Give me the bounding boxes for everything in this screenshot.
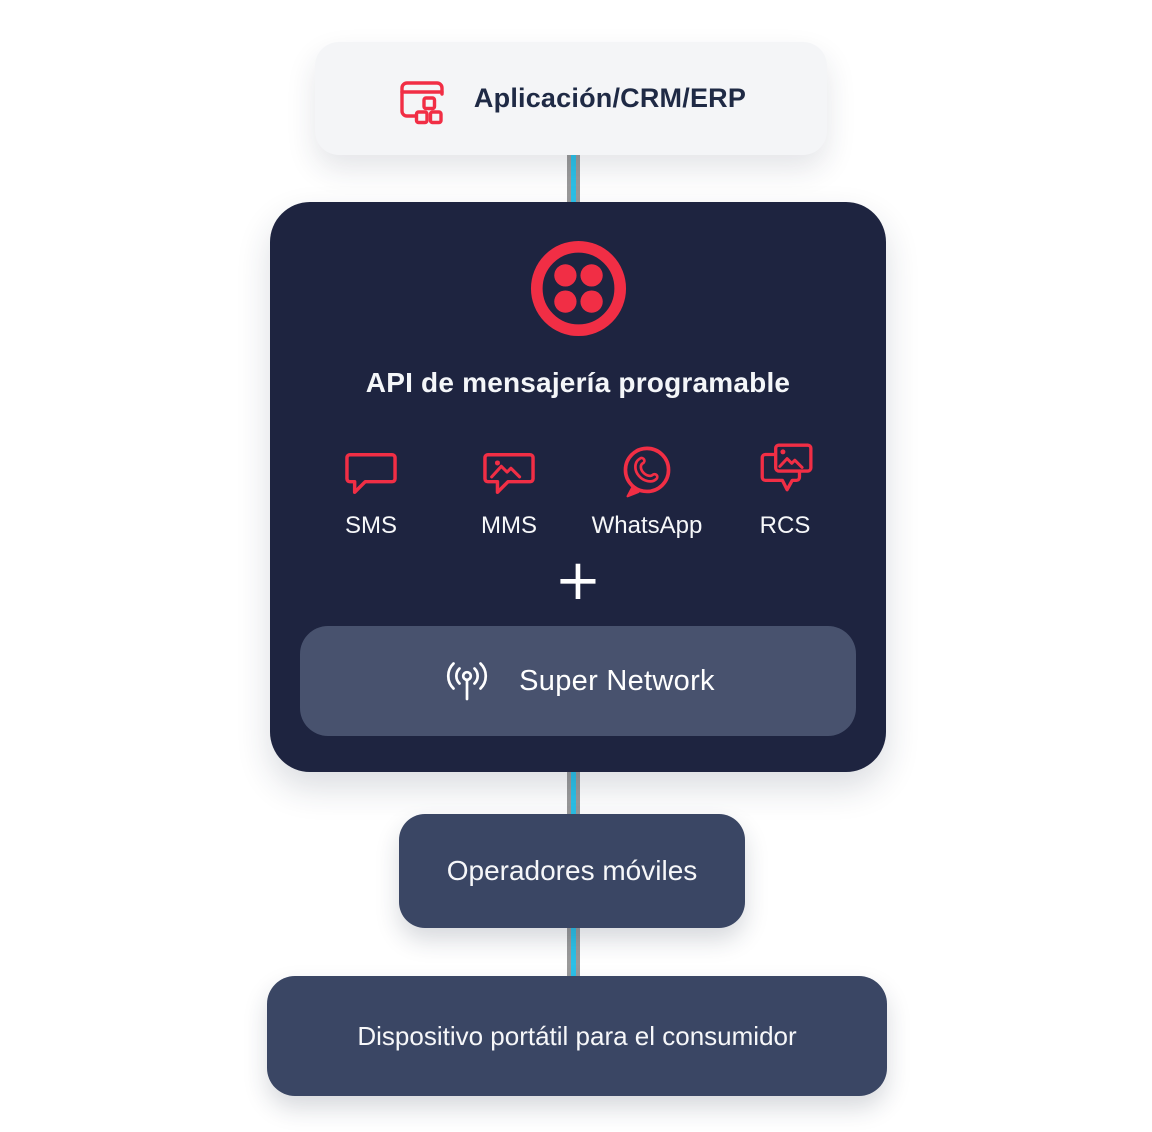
whatsapp-icon bbox=[619, 433, 675, 499]
consumer-device-label: Dispositivo portátil para el consumidor bbox=[357, 1020, 797, 1051]
sms-chat-icon bbox=[342, 433, 400, 499]
twilio-logo-icon bbox=[530, 240, 627, 337]
mms-image-chat-icon bbox=[480, 433, 538, 499]
mobile-operators-label: Operadores móviles bbox=[446, 855, 698, 886]
api-card-title: API de mensajería programable bbox=[365, 367, 791, 398]
super-network-label: Super Network bbox=[519, 664, 715, 697]
super-network-pill: Super Network bbox=[300, 626, 856, 736]
connector-app-to-api bbox=[567, 148, 580, 210]
consumer-device-node: Dispositivo portátil para el consumidor bbox=[267, 976, 887, 1096]
app-window-icon bbox=[396, 73, 448, 125]
application-node-label: Aplicación/CRM/ERP bbox=[473, 83, 747, 113]
channel-label: WhatsApp bbox=[591, 512, 703, 539]
channel-list: SMS MMS bbox=[310, 433, 846, 540]
broadcast-antenna-icon bbox=[441, 657, 493, 705]
messaging-api-card: API de mensajería programable SMS bbox=[270, 202, 886, 772]
channel-label: SMS bbox=[344, 512, 397, 539]
channel-label: MMS bbox=[481, 512, 537, 539]
mobile-operators-node: Operadores móviles bbox=[399, 814, 745, 928]
connector-operators-to-device bbox=[567, 918, 580, 984]
channel-sms: SMS bbox=[310, 433, 432, 540]
application-node: Aplicación/CRM/ERP bbox=[315, 42, 827, 155]
plus-symbol: + bbox=[554, 548, 602, 613]
channel-rcs: RCS bbox=[724, 433, 846, 540]
channel-whatsapp: WhatsApp bbox=[586, 433, 708, 540]
rcs-rich-chat-icon bbox=[755, 433, 815, 499]
connector-api-to-operators bbox=[567, 762, 580, 820]
channel-mms: MMS bbox=[448, 433, 570, 540]
channel-label: RCS bbox=[759, 512, 811, 539]
